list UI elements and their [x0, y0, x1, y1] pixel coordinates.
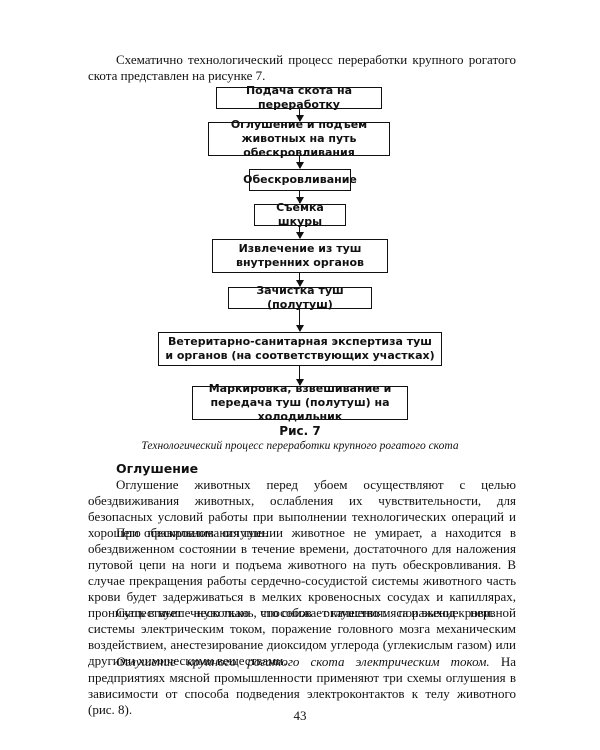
figure-label: Рис. 7 [279, 424, 321, 438]
paragraph-4-text: На предприятиях мясной промышленности пр… [88, 654, 516, 717]
flow-arrow-7 [295, 366, 304, 386]
flow-step-6: Зачистка туш (полутуш) [228, 284, 372, 311]
flow-arrow-6 [295, 309, 304, 332]
flow-step-5: Извлечение из туш внутренних органов [212, 239, 388, 273]
body-paragraph-2: При правильном оглушении животное не уми… [88, 525, 516, 620]
figure-caption: Технологический процесс переработки круп… [141, 440, 459, 452]
flow-step-1: Подача скота на переработку [216, 84, 382, 111]
flow-arrow-3 [295, 191, 304, 204]
flow-step-3: Обескровливание [243, 169, 357, 191]
page-number: 43 [293, 708, 307, 723]
flow-step-8: Маркировка, взвешивание и передача туш (… [192, 382, 408, 423]
body-paragraph-3: Существует несколько способов оглушения:… [88, 605, 516, 668]
flow-arrow-1 [295, 109, 304, 122]
flow-step-7: Ветеритарно-санитарная экспертиза туш и … [158, 332, 442, 366]
body-paragraph-4: Оглушение крупного рогатого скота электр… [88, 654, 516, 718]
section-heading: Оглушение [116, 461, 199, 476]
flow-arrow-4 [295, 226, 304, 239]
body-paragraph-1: Оглушение животных перед убоем осуществл… [88, 477, 516, 540]
italic-lead: Оглушение крупного рогатого скота электр… [116, 654, 490, 669]
flow-arrow-5 [295, 273, 304, 287]
intro-paragraph: Схематично технологический процесс перер… [88, 52, 516, 83]
flow-step-4: Съемка шкуры [254, 201, 346, 228]
flow-step-2: Оглушение и подъем животных на путь обес… [208, 118, 390, 159]
flow-arrow-2 [295, 156, 304, 169]
